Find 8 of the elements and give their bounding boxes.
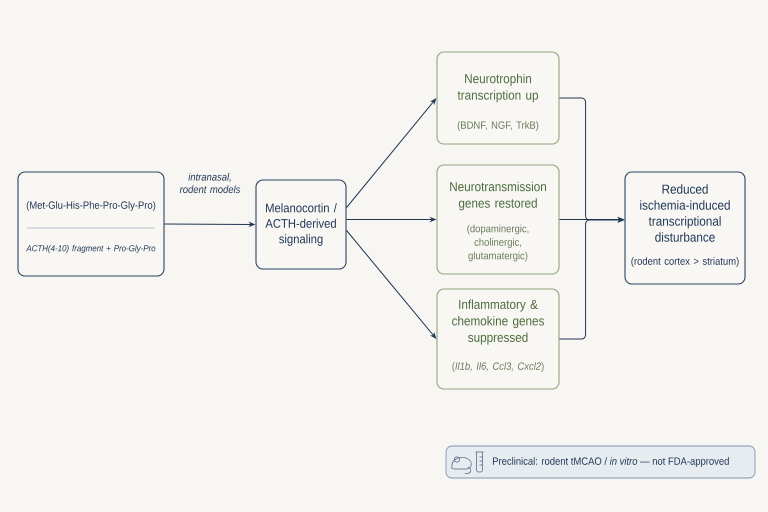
process-box: (Met-Glu-His-Phe-Pro-Gly-Pro) ACTH(4-10) fragment + Pro-Gly-Pro (17, 171, 165, 277)
edge-label: intranasal, rodent models (176, 172, 244, 194)
process-box: Reduced ischemia-induced transcriptional disturbance (rodent cortex > striatum) (624, 171, 746, 285)
process-box: Inflammatory & chemokine genes suppressed (Il1b, Il6, Ccl3, Cxcl2) (436, 288, 560, 390)
process-box: Neurotransmission genes restored (dopaminergic, cholinergic, glutamatergic) (436, 164, 560, 275)
note-box: Preclinical: rodent tMCAO / in vitro — not FDA-approved (446, 446, 756, 478)
process-box: Neurotrophin transcription up (BDNF, NGF, TrkB) (436, 51, 560, 145)
process-box: Melanocortin / ACTH-derived signaling (255, 179, 347, 270)
